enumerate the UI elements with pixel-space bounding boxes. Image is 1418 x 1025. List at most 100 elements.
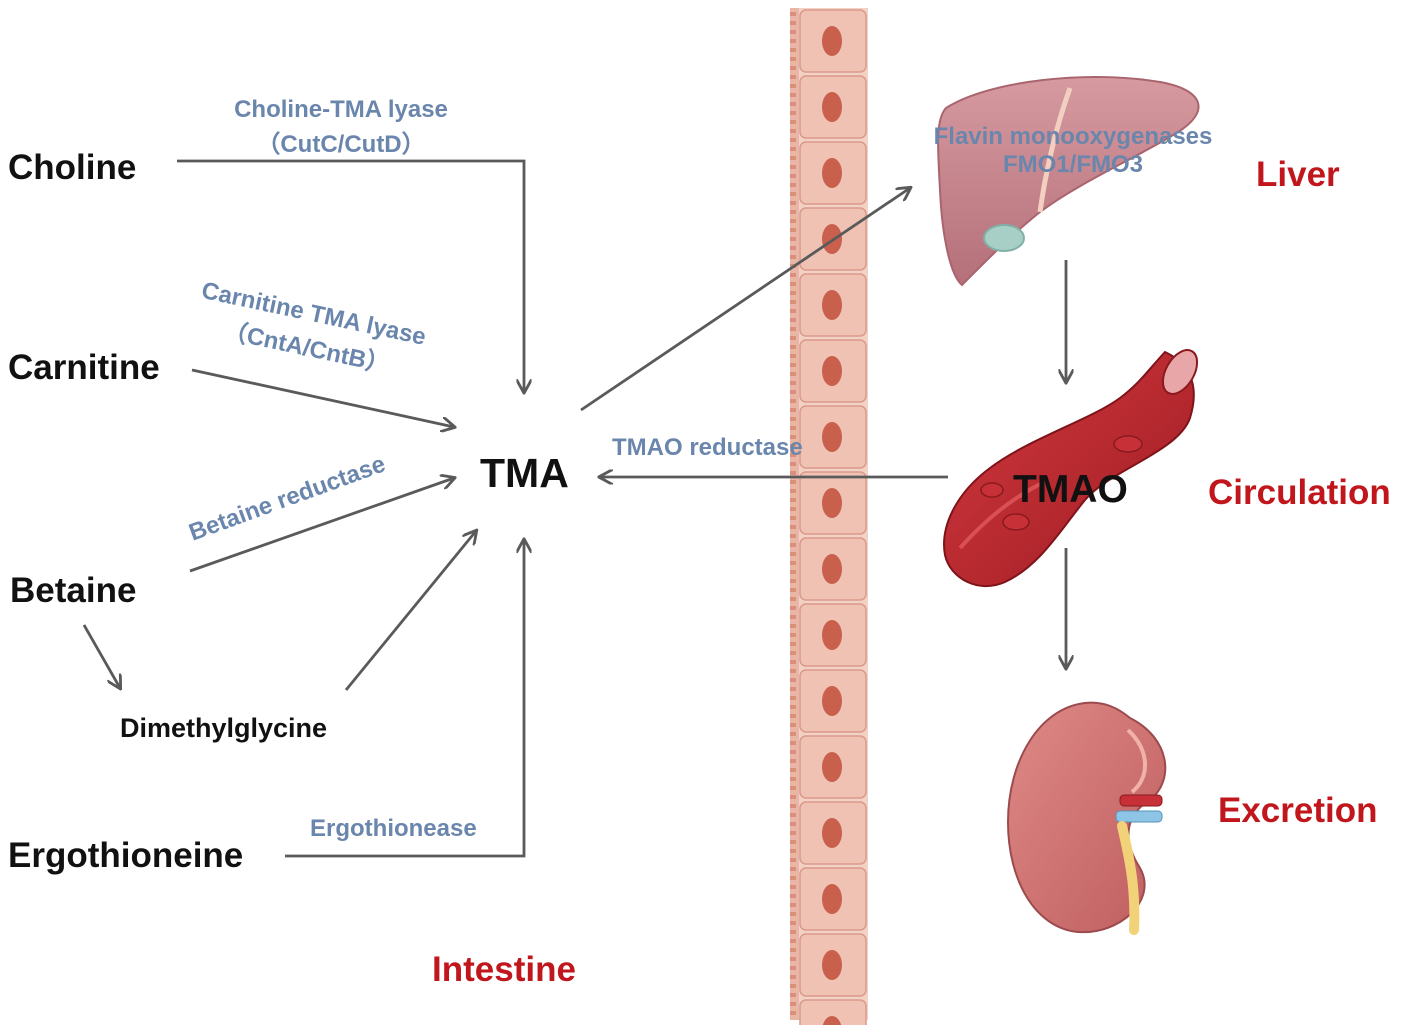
villus-mark	[790, 291, 796, 295]
organ-label-excretion: Excretion	[1218, 791, 1378, 830]
cell-nucleus	[822, 818, 842, 848]
epithelial-cell	[799, 999, 867, 1025]
villus-mark	[790, 750, 796, 754]
villus-mark	[790, 48, 796, 52]
villus-mark	[790, 615, 796, 619]
villus-mark	[790, 561, 796, 565]
villus-mark	[790, 39, 796, 43]
intestinal-wall	[790, 8, 868, 1025]
villus-mark	[790, 543, 796, 547]
villus-mark	[790, 111, 796, 115]
villus-mark	[790, 228, 796, 232]
villus-mark	[790, 984, 796, 988]
villus-mark	[790, 993, 796, 997]
arrow-ergothioneine-to-tma	[285, 540, 524, 858]
villus-mark	[790, 957, 796, 961]
intestinal-villi-column	[790, 12, 796, 1015]
villus-mark	[790, 840, 796, 844]
cell-nucleus	[822, 884, 842, 914]
arrow-betaine-to-tma	[189, 478, 454, 573]
villus-mark	[790, 390, 796, 394]
enzyme-flavin-monooxygenases-genes: FMO1/FMO3	[1002, 151, 1143, 178]
villus-mark	[790, 759, 796, 763]
villus-mark	[790, 462, 796, 466]
organ-label-liver: Liver	[1256, 155, 1340, 194]
villus-mark	[790, 687, 796, 691]
villus-mark	[790, 732, 796, 736]
villus-mark	[790, 633, 796, 637]
villus-mark	[790, 624, 796, 628]
villus-mark	[790, 588, 796, 592]
villus-mark	[790, 579, 796, 583]
villus-mark	[790, 273, 796, 277]
enzyme-choline-tma-lyase: Choline-TMA lyase （CutC/CutD）	[200, 96, 482, 159]
villus-mark	[790, 867, 796, 871]
villus-mark	[790, 678, 796, 682]
villus-mark	[790, 246, 796, 250]
compound-betaine: Betaine	[10, 571, 137, 610]
enzyme-flavin-monooxygenases: Flavin monooxygenases FMO1/FMO3	[918, 123, 1228, 179]
villus-mark	[790, 210, 796, 214]
arrow-carnitine-to-tma	[191, 368, 454, 427]
villus-mark	[790, 570, 796, 574]
arrow-betaine-to-dimethylglycine	[82, 624, 120, 688]
villus-mark	[790, 498, 796, 502]
villus-mark	[790, 444, 796, 448]
villus-mark	[790, 849, 796, 853]
arrow-choline-to-tma	[177, 159, 524, 392]
cell-nucleus	[822, 950, 842, 980]
villus-mark	[790, 12, 796, 16]
villus-mark	[790, 93, 796, 97]
liver-illustration	[937, 76, 1200, 287]
villus-mark	[790, 192, 796, 196]
villus-mark	[790, 21, 796, 25]
villus-mark	[790, 201, 796, 205]
villus-mark	[790, 480, 796, 484]
villus-mark	[790, 813, 796, 817]
compound-ergothioneine: Ergothioneine	[8, 836, 244, 875]
villus-mark	[790, 777, 796, 781]
villus-mark	[790, 174, 796, 178]
villus-mark	[790, 786, 796, 790]
compound-tmao: TMAO	[1013, 468, 1128, 511]
villus-mark	[790, 606, 796, 610]
villus-mark	[790, 408, 796, 412]
villus-mark	[790, 975, 796, 979]
cell-nucleus	[822, 1016, 842, 1025]
organ-label-intestine: Intestine	[432, 950, 576, 989]
villus-mark	[790, 417, 796, 421]
villus-mark	[790, 75, 796, 79]
villus-mark	[790, 660, 796, 664]
kidney-illustration	[1006, 701, 1167, 935]
villus-mark	[790, 30, 796, 34]
villus-mark	[790, 120, 796, 124]
villus-mark	[790, 489, 796, 493]
villus-mark	[790, 723, 796, 727]
villus-mark	[790, 1011, 796, 1015]
villus-mark	[790, 363, 796, 367]
villus-mark	[790, 147, 796, 151]
villus-mark	[790, 534, 796, 538]
cell-nucleus	[822, 26, 842, 56]
cell-nucleus	[822, 620, 842, 650]
cell-nucleus	[822, 686, 842, 716]
villus-mark	[790, 552, 796, 556]
villus-mark	[790, 525, 796, 529]
villus-mark	[790, 516, 796, 520]
enzyme-choline-tma-lyase-genes: （CutC/CutD）	[256, 131, 426, 158]
villus-mark	[790, 381, 796, 385]
villus-mark	[790, 354, 796, 358]
villus-mark	[790, 507, 796, 511]
villus-mark	[790, 714, 796, 718]
enzyme-ergothionease: Ergothionease	[310, 815, 477, 842]
villus-mark	[790, 435, 796, 439]
compound-carnitine: Carnitine	[8, 348, 160, 387]
organ-label-circulation: Circulation	[1208, 473, 1391, 512]
villus-mark	[790, 921, 796, 925]
villus-mark	[790, 372, 796, 376]
villus-mark	[790, 453, 796, 457]
pathway-arrows	[82, 159, 1066, 858]
villus-mark	[790, 327, 796, 331]
villus-mark	[790, 741, 796, 745]
